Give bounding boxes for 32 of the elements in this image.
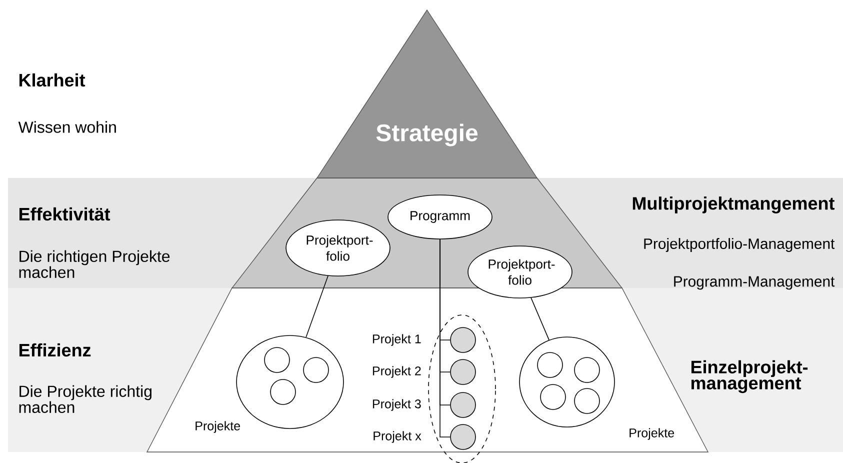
band-text: Wissen wohin	[18, 121, 116, 133]
circle	[540, 384, 566, 410]
band-heading: Effektivität	[20, 207, 110, 221]
project-label: Projekt x	[374, 431, 422, 443]
band-text: Die Projekte richtig machen	[19, 385, 152, 413]
ellipse-node: Projektport- folio	[468, 246, 572, 298]
ellipse-node: Projektport- folio	[286, 220, 390, 276]
band-heading: Klarheit	[20, 73, 86, 87]
circle	[574, 388, 600, 414]
band-text: Projektportfolio-Management	[644, 238, 835, 252]
circle	[303, 357, 329, 383]
connector-line	[440, 239, 450, 438]
circle	[537, 352, 563, 378]
group-caption: Projekte	[196, 421, 240, 433]
circle	[270, 379, 296, 405]
project-label: Projekt 3	[372, 399, 421, 411]
group-caption: Projekte	[630, 428, 674, 440]
circle	[450, 392, 476, 418]
ellipse-node: Programm	[388, 194, 492, 240]
band-heading: Effizienz	[20, 343, 91, 357]
band-text: Die richtigen Projekte machen	[19, 250, 170, 278]
project-label: Projekt 1	[372, 334, 421, 346]
circle	[264, 347, 290, 373]
circle	[450, 359, 476, 385]
band-heading: Einzelprojekt- management	[691, 360, 808, 394]
circle	[450, 327, 476, 353]
connector-line	[530, 297, 550, 340]
circle	[574, 357, 600, 383]
project-label: Projekt 2	[372, 366, 421, 378]
circle	[450, 424, 476, 450]
band-text: Programm-Management	[674, 276, 835, 290]
band-heading: Multiprojektmangement	[632, 196, 834, 214]
